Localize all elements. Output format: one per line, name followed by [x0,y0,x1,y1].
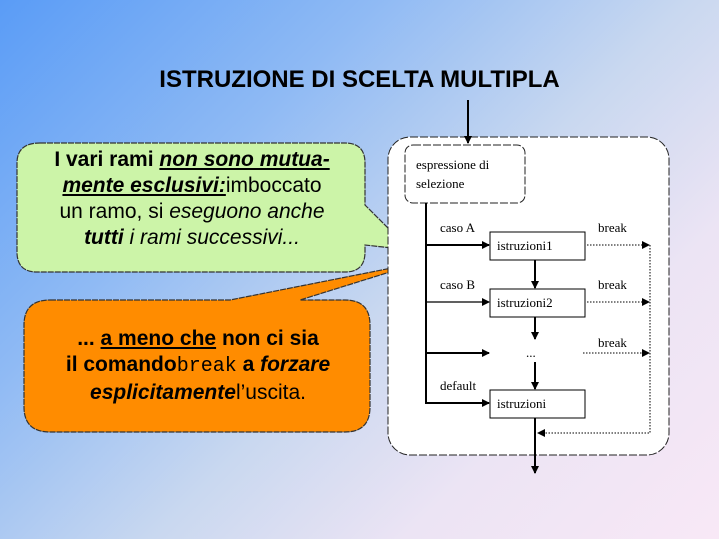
case-label-b: caso B [440,277,475,292]
block-default [489,389,586,419]
green-callout-text: I vari rami non sono mutua- mente esclus… [22,147,362,251]
selector-text-1: espressione di [416,157,490,172]
case-label-default: default [440,378,476,393]
text-run: a [236,353,261,376]
break-label-3: break [598,335,627,350]
block-2 [489,288,586,318]
text-run: i rami successivi... [123,226,300,249]
text-run: imboccato [225,174,322,197]
selector-text-2: selezione [416,176,465,191]
code-break: break [176,355,237,378]
green-callout-shape [16,142,412,273]
text-run: I vari rami [54,148,160,171]
text-run: esplicitamente [90,381,236,404]
break-label-2: break [598,277,627,292]
text-run: ... [77,327,101,350]
text-run: a meno che [100,327,217,350]
text-run: forzare [260,353,331,376]
slide-title: ISTRUZIONE DI SCELTA MULTIPLA [159,66,560,93]
selector-box [404,144,526,204]
text-run: un ramo, si [59,200,170,223]
text-run: tutti [84,226,124,249]
case-label-a: caso A [440,220,476,235]
block-1-text: istruzioni1 [497,238,553,253]
orange-callout-shape [23,261,423,433]
block-2-text: istruzioni2 [497,295,553,310]
text-run: eseguono anche [169,200,325,223]
text-run: non sono mutua- [159,148,330,171]
block-default-text: istruzioni [497,396,546,411]
block-1 [489,231,586,261]
text-run: il comando [65,353,177,376]
text-run: non ci sia [221,327,319,350]
orange-callout-text: ... a meno che non ci sia il comandobrea… [28,326,368,406]
text-run: l’uscita. [235,381,306,404]
break-label-1: break [598,220,627,235]
block-ellipsis: ... [526,345,536,360]
text-run: mente esclusivi: [62,174,226,197]
